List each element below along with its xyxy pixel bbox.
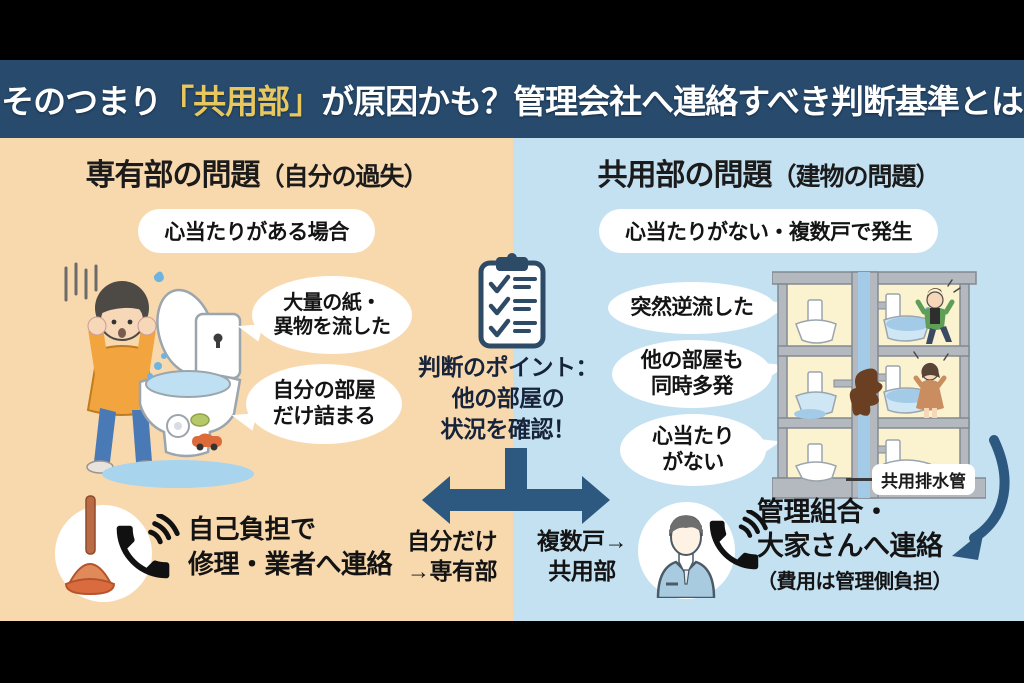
letterbox-bottom [0,621,1024,683]
clipboard-checklist-icon [478,253,546,349]
common-action-text: 管理組合・ 大家さんへ連絡 （費用は管理側負担） [757,495,953,594]
common-bubble-2: 他の部屋も 同時多発 [612,340,772,408]
stress-lines [64,262,98,302]
common-action-note: （費用は管理側負担） [757,570,953,593]
common-pill-row: 心当たりがない・複数戸で発生 [513,209,1024,253]
letterbox-top [0,0,1024,60]
common-panel-heading: 共用部の問題（建物の問題） [513,150,1024,194]
common-action-label: 管理組合・ 大家さんへ連絡 [757,497,943,562]
water-puddle [102,460,254,488]
overflowing-toilet [138,288,242,458]
judgment-point-text: 判断のポイント： 他の部屋の 状況を確認！ [418,354,599,442]
title-prefix: そのつまり [1,83,162,120]
common-condition-pill: 心当たりがない・複数戸で発生 [599,209,938,253]
title-suffix: が原因かも？管理会社へ連絡すべき判断基準とは [321,83,1024,120]
private-heading-sub: （自分の過失） [259,163,428,191]
splash-drops [147,353,167,379]
toy-car [192,433,222,451]
private-bubble-2: 自分の部屋 だけ詰まる [246,364,402,444]
worried-man [86,281,160,474]
page-title: そのつまり「共用部」が原因かも？管理会社へ連絡すべき判断基準とは [1,75,1024,123]
common-heading-main: 共用部の問題 [597,159,772,192]
private-bubble-1: 大量の紙・ 異物を流した [252,276,412,354]
private-heading-main: 専有部の問題 [85,159,260,192]
plunger-icon [64,495,116,596]
private-condition-pill: 心当たりがある場合 [138,209,375,253]
common-heading-sub: （建物の問題） [771,163,940,191]
branch-label-common: 複数戸→ 共用部 [537,528,628,584]
title-highlight: 「共用部」 [161,83,322,120]
phone-icon [116,514,180,579]
private-panel-heading: 専有部の問題（自分の過失） [0,150,513,194]
phone-icon [709,510,768,570]
businessman-icon [656,515,716,598]
curved-arrow-icon [952,435,1010,560]
shared-pipe-label: 共用排水管 [872,464,975,495]
branch-label-private: 自分だけ →専有部 [407,528,498,584]
panicking-woman [913,351,949,418]
content-area: 専有部の問題（自分の過失） 共用部の問題（建物の問題） 心当たりがある場合 心当… [0,138,1024,621]
building-cross-section-illustration [772,271,986,499]
panicking-boy [915,279,961,344]
private-pill-row: 心当たりがある場合 [0,209,513,253]
shared-drain-pipe [833,271,891,499]
worried-man-toilet-illustration [64,262,254,488]
split-arrow-icon [422,448,610,524]
header-bar: そのつまり「共用部」が原因かも？管理会社へ連絡すべき判断基準とは [0,60,1024,138]
common-bubble-1: 突然逆流した [608,282,776,334]
pipe-label-line [846,478,872,481]
left-column-toilets [794,299,837,482]
private-action-text: 自己負担で 修理・業者へ連絡 [188,514,393,580]
common-bubble-3: 心当たり がない [620,414,766,486]
